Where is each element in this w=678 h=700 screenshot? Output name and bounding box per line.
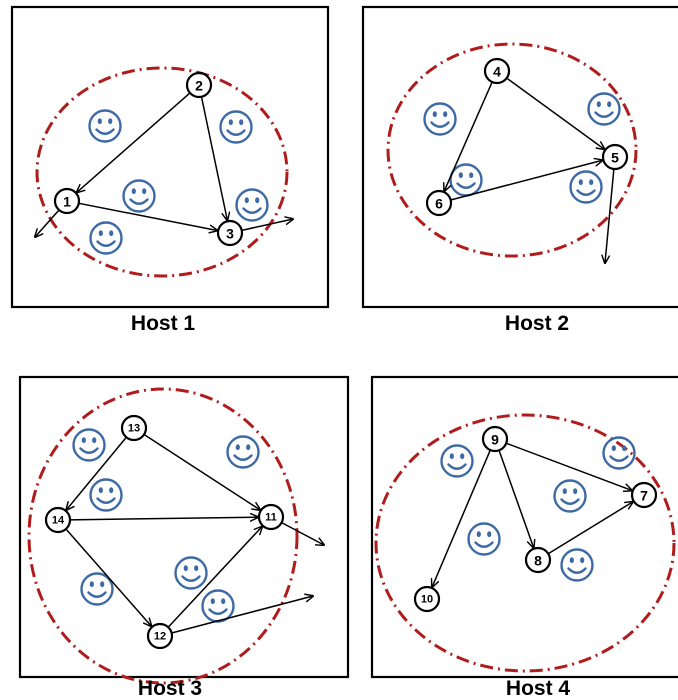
- smiley-face-icon: [88, 109, 122, 143]
- node-1-circle: [53, 187, 81, 215]
- edge-2-to-3: [200, 96, 227, 221]
- node-8-label: 8: [534, 553, 542, 569]
- node-2-circle: [185, 71, 213, 99]
- edge-4-to-6: [444, 81, 493, 191]
- host-4-frame: [370, 375, 678, 679]
- edge-8-to-7: [547, 502, 633, 555]
- edge-1-to-3: [78, 202, 217, 230]
- node-12-circle: [146, 622, 174, 650]
- edge-2-to-1: [77, 92, 191, 192]
- edge-13-to-11: [143, 433, 260, 510]
- smiley-face-icon: [89, 221, 123, 255]
- edge-4-to-5: [506, 77, 605, 149]
- node-3: 3: [216, 219, 244, 247]
- node-9-label: 9: [491, 432, 499, 448]
- edge-1-to-external: [35, 209, 60, 237]
- smiley-face-icon: [602, 436, 636, 470]
- node-2: 2: [185, 71, 213, 99]
- smiley-face-icon: [89, 478, 123, 512]
- node-10-circle: [413, 585, 441, 613]
- node-14: 14: [44, 506, 72, 534]
- node-4-label: 4: [493, 64, 501, 80]
- node-8: 8: [524, 546, 552, 574]
- smiley-face-icon: [122, 179, 156, 213]
- node-13-label: 13: [128, 423, 140, 435]
- node-1-label: 1: [63, 194, 71, 210]
- edge-9-to-10: [432, 449, 491, 587]
- node-14-circle: [44, 506, 72, 534]
- smiley-face-icon: [440, 444, 474, 478]
- edge-6-to-5: [450, 160, 603, 201]
- smiley-face-icon: [560, 548, 594, 582]
- host-4-boundary: [374, 413, 676, 673]
- edge-14-to-11: [69, 517, 258, 520]
- node-7: 7: [630, 481, 658, 509]
- node-12-label: 12: [154, 631, 166, 643]
- host-3-label: Host 3: [138, 677, 202, 700]
- node-9-circle: [481, 425, 509, 453]
- node-5: 5: [601, 143, 629, 171]
- node-13-circle: [120, 414, 148, 442]
- node-9: 9: [481, 425, 509, 453]
- host-3-frame: [18, 375, 350, 679]
- smiley-face-icon: [80, 572, 114, 606]
- node-12: 12: [146, 622, 174, 650]
- smiley-face-icon: [219, 110, 253, 144]
- edge-13-to-14: [66, 436, 127, 510]
- host-1-label: Host 1: [131, 312, 196, 335]
- node-14-label: 14: [52, 515, 65, 527]
- smiley-face-icon: [467, 522, 501, 556]
- smiley-face-icon: [449, 163, 483, 197]
- node-8-circle: [524, 546, 552, 574]
- node-4-circle: [483, 57, 511, 85]
- node-2-label: 2: [195, 78, 203, 94]
- node-11: 11: [257, 503, 285, 531]
- host-1-frame: [10, 5, 330, 309]
- smiley-face-icon: [423, 102, 457, 136]
- node-10-label: 10: [421, 594, 433, 606]
- node-7-circle: [630, 481, 658, 509]
- node-6-label: 6: [435, 196, 443, 212]
- host-2-boundary: [386, 42, 638, 258]
- smiley-face-icon: [569, 170, 603, 204]
- node-6-circle: [425, 189, 453, 217]
- host-1-boundary: [35, 66, 289, 278]
- smiley-face-icon: [226, 435, 260, 469]
- node-3-circle: [216, 219, 244, 247]
- edge-12-to-11: [167, 527, 262, 628]
- edge-3-to-external: [241, 219, 293, 232]
- node-5-circle: [601, 143, 629, 171]
- edge-12-to-external: [171, 596, 313, 634]
- smiley-face-icon: [201, 589, 235, 623]
- edge-9-to-7: [505, 442, 632, 490]
- edge-14-to-12: [65, 528, 151, 626]
- node-10: 10: [413, 585, 441, 613]
- edge-9-to-8: [498, 450, 534, 547]
- smiley-face-icon: [72, 428, 106, 462]
- node-11-circle: [257, 503, 285, 531]
- host-2-frame: [361, 5, 678, 309]
- host-2-label: Host 2: [505, 312, 569, 335]
- node-13: 13: [120, 414, 148, 442]
- node-6: 6: [425, 189, 453, 217]
- host-4-label: Host 4: [506, 677, 571, 700]
- edge-5-to-external: [605, 168, 615, 263]
- edge-11-to-external: [281, 521, 324, 545]
- smiley-face-icon: [553, 479, 587, 513]
- node-5-label: 5: [611, 150, 619, 166]
- node-11-label: 11: [265, 512, 277, 524]
- node-7-label: 7: [640, 488, 648, 504]
- node-1: 1: [53, 187, 81, 215]
- smiley-face-icon: [235, 188, 269, 222]
- host-3-boundary: [27, 387, 299, 685]
- node-3-label: 3: [226, 226, 234, 242]
- node-4: 4: [483, 57, 511, 85]
- smiley-face-icon: [587, 92, 621, 126]
- smiley-face-icon: [174, 556, 208, 590]
